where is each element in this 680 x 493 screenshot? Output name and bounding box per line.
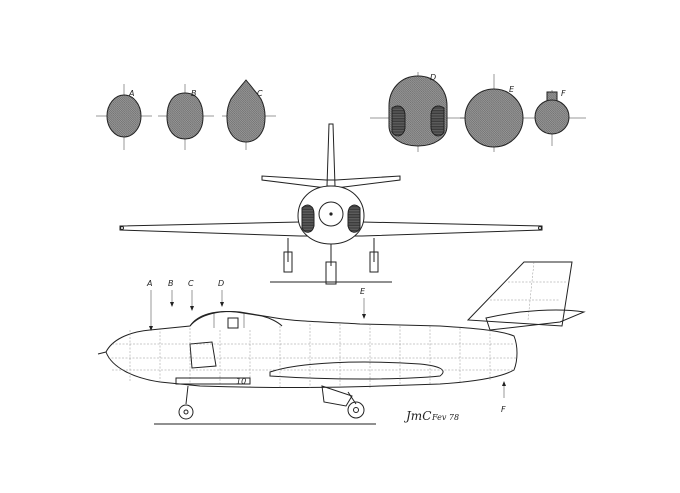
signature-initials: JmC bbox=[403, 409, 431, 423]
side-label-a: A bbox=[146, 279, 152, 288]
side-label-c: C bbox=[188, 279, 194, 288]
cross-section-e: E bbox=[460, 74, 530, 152]
side-view: 10 bbox=[97, 261, 586, 425]
side-label-d: D bbox=[218, 279, 224, 288]
section-label-e: E bbox=[509, 85, 515, 94]
cross-section-b: B bbox=[158, 84, 214, 150]
side-label-b: B bbox=[168, 279, 174, 288]
cross-section-d: D bbox=[370, 72, 468, 152]
cross-section-f: F bbox=[530, 89, 586, 146]
signature-date: Fev 78 bbox=[431, 413, 459, 422]
side-label-f: F bbox=[501, 405, 506, 414]
section-label-a: A bbox=[128, 89, 134, 98]
section-label-c: C bbox=[257, 89, 263, 98]
section-label-b: B bbox=[191, 89, 197, 98]
section-label-d: D bbox=[430, 73, 436, 82]
cross-section-a: A bbox=[96, 84, 152, 150]
cross-section-c: C bbox=[222, 79, 276, 150]
side-label-e: E bbox=[360, 287, 366, 296]
part-number: 10 bbox=[236, 377, 246, 386]
section-arrows: A B C D E F bbox=[146, 279, 506, 414]
section-label-f: F bbox=[561, 89, 566, 98]
artist-signature: JmC Fev 78 bbox=[403, 409, 459, 423]
front-view bbox=[119, 123, 543, 285]
